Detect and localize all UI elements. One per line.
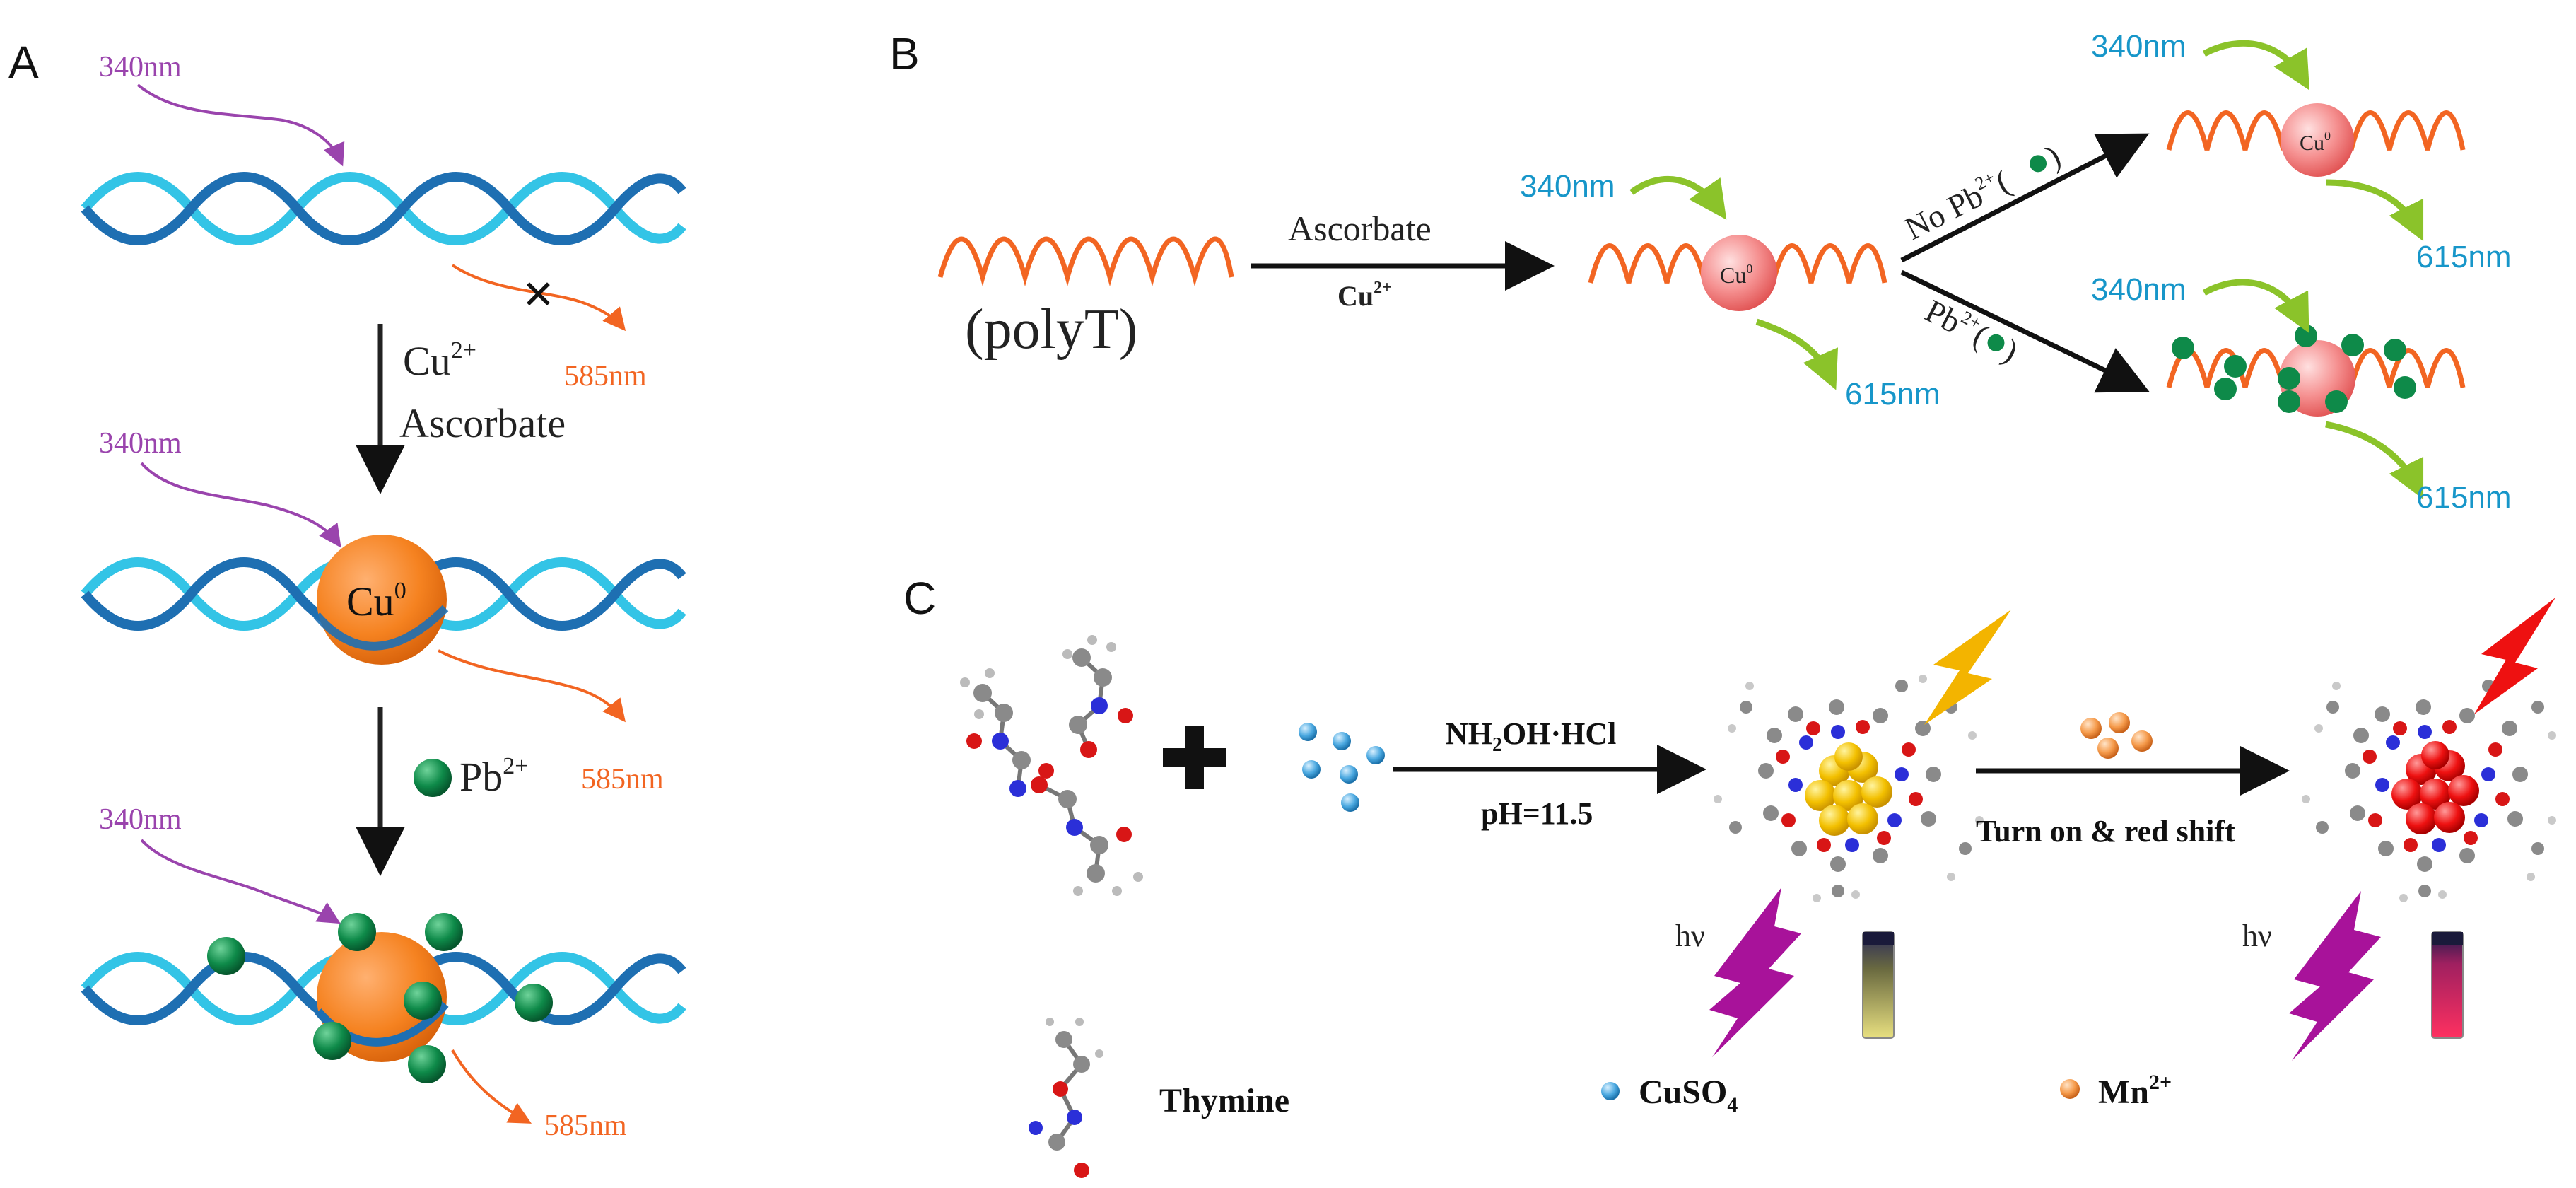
reaction-b-bottom-label: Cu2+	[1337, 279, 1392, 312]
polyT-strand-complex-top	[2166, 110, 2466, 151]
excitation-label-b-mid: 340nm	[1520, 169, 1615, 204]
emission-arrow-a-bottom	[451, 1049, 532, 1124]
pb-ions-bound	[207, 913, 553, 1083]
emission-arrow-b-top	[2325, 179, 2424, 242]
cu0-nanoparticle-b-mid	[1701, 235, 1777, 311]
branch-arrow-pb	[1900, 269, 2150, 393]
branch-arrow-no-pb	[1900, 133, 2150, 263]
mn-ion-beads	[2080, 712, 2153, 759]
pb-ion-legend-icon	[414, 759, 452, 797]
emission-label-b-mid: 615nm	[1845, 377, 1940, 412]
dna-helix-top	[81, 172, 686, 245]
excitation-arrow-a-mid	[140, 462, 341, 548]
panel-c: C	[903, 573, 2556, 1178]
cu0-label-b-mid: Cu0	[1720, 262, 1752, 288]
thymine-molecules	[960, 635, 1143, 896]
excitation-arrow-a-top	[136, 83, 345, 167]
emission-arrow-b-mid	[1755, 318, 1839, 390]
excitation-label-a-top: 340nm	[99, 51, 182, 83]
excitation-arrow-b-bottom	[2202, 279, 2309, 333]
polyT-strand	[937, 236, 1234, 287]
quench-cross-icon: ✕	[522, 274, 555, 318]
emission-label-b-top: 615nm	[2416, 240, 2512, 274]
polyT-strand-complex-mid	[1588, 243, 1887, 284]
cu0-label-b-top: Cu0	[2300, 129, 2331, 155]
pb-ions-bound-b	[2172, 325, 2416, 413]
step-a-1-label-line2: Ascorbate	[399, 400, 566, 446]
cu-nanocluster-yellow	[1714, 675, 1984, 902]
excitation-arrow-b-top	[2202, 40, 2310, 91]
legend-cuso4: CuSO4	[1601, 1073, 1738, 1117]
legend-mn-label: Mn2+	[2098, 1071, 2172, 1111]
reaction-c-1-top-label: NH2OH·HCl	[1446, 716, 1616, 756]
panel-a-letter: A	[8, 37, 39, 88]
vial-yellow	[1862, 931, 1895, 1039]
reaction-b-top-label: Ascorbate	[1288, 209, 1432, 248]
emission-arrow-a-mid	[438, 649, 626, 723]
reaction-c-2-bottom-label: Turn on & red shift	[1976, 814, 2235, 849]
excitation-bolt-magenta-right-icon	[2289, 891, 2381, 1061]
excitation-label-a-mid: 340nm	[99, 427, 182, 460]
reaction-c-1-bottom-label: pH=11.5	[1481, 796, 1593, 831]
panel-a: A 340nm ✕ 585nm Cu2+ Ascorbate Cu0 340nm…	[8, 37, 686, 1142]
hv-label-right: hν	[2242, 919, 2272, 953]
cu-ion-beads	[1299, 723, 1385, 812]
panel-b: B (polyT) Ascorbate Cu2+ Cu0 340nm 615nm…	[889, 28, 2512, 515]
excitation-label-b-bottom: 340nm	[2091, 272, 2186, 307]
legend-mn: Mn2+	[2060, 1071, 2172, 1111]
emission-label-a-top: 585nm	[564, 360, 647, 392]
emission-label-a-bottom: 585nm	[544, 1110, 627, 1142]
vial-red	[2431, 931, 2464, 1039]
panel-c-letter: C	[903, 573, 936, 624]
emission-arrow-a-top	[451, 264, 626, 332]
pb-ion-icon	[1987, 334, 2005, 351]
panel-b-letter: B	[889, 28, 920, 79]
pb-ion-icon	[2030, 155, 2047, 173]
legend-thymine: Thymine	[1029, 1018, 1289, 1178]
emission-bolt-yellow-icon	[1924, 610, 2011, 725]
hv-label-left: hν	[1675, 919, 1705, 953]
cu0-nanoparticle-b-top	[2281, 103, 2354, 177]
excitation-bolt-magenta-icon	[1709, 887, 1801, 1057]
excitation-label-b-top: 340nm	[2091, 29, 2186, 64]
plus-icon	[1163, 726, 1226, 789]
polyT-label: (polyT)	[965, 298, 1137, 361]
excitation-label-a-bottom: 340nm	[99, 803, 182, 836]
cu0-label-a: Cu0	[346, 578, 406, 624]
step-a-1-label-line1: Cu2+	[403, 337, 476, 384]
emission-label-a-mid: 585nm	[581, 763, 664, 796]
legend-thymine-label: Thymine	[1159, 1082, 1289, 1119]
excitation-arrow-b-mid	[1629, 175, 1727, 220]
step-a-2-label: Pb2+	[459, 753, 528, 800]
emission-bolt-red-icon	[2474, 598, 2555, 714]
cu-nanocluster-red	[2302, 675, 2556, 902]
emission-arrow-b-bottom	[2325, 421, 2424, 500]
emission-label-b-bottom: 615nm	[2416, 480, 2512, 515]
legend-cuso4-label: CuSO4	[1639, 1073, 1738, 1117]
excitation-arrow-a-bottom	[140, 839, 341, 924]
cu-ion-legend-icon	[1601, 1082, 1620, 1100]
branch-label-pb: Pb2+( )	[1919, 292, 2023, 369]
mn-ion-legend-icon	[2060, 1079, 2080, 1099]
